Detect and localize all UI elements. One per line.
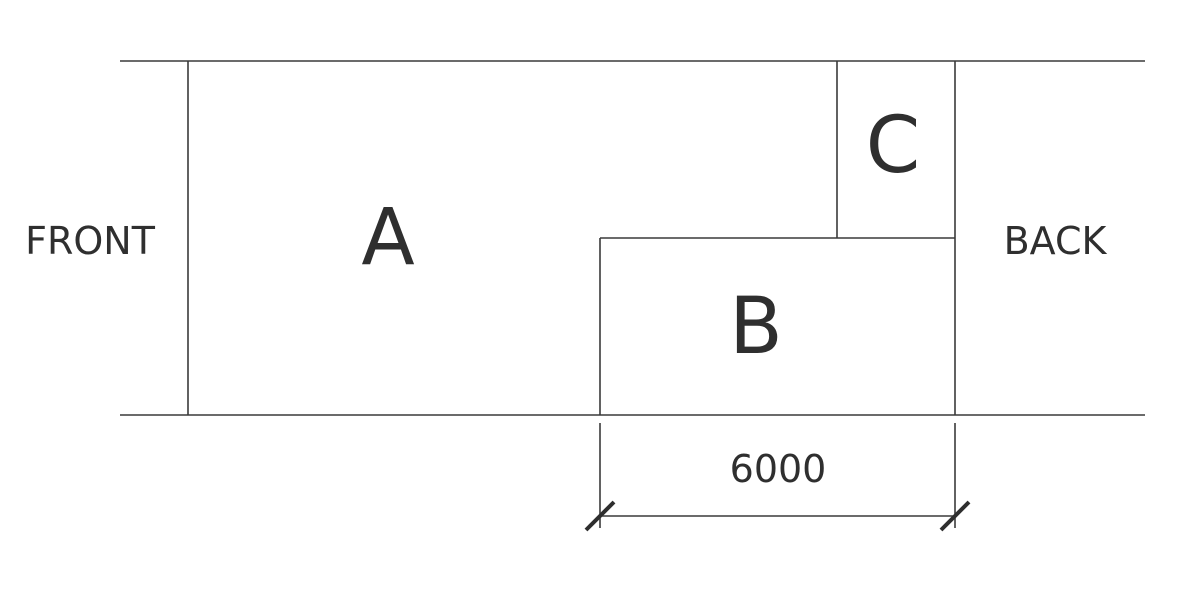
back-label: BACK bbox=[1004, 219, 1108, 263]
area-c-label: C bbox=[866, 101, 920, 191]
dimension-tick-right bbox=[939, 500, 971, 532]
area-a-label: A bbox=[361, 193, 414, 283]
area-b-label: B bbox=[729, 282, 783, 372]
front-label: FRONT bbox=[25, 219, 156, 263]
dimension-value-label: 6000 bbox=[730, 447, 827, 491]
dimension-tick-left bbox=[584, 500, 616, 532]
